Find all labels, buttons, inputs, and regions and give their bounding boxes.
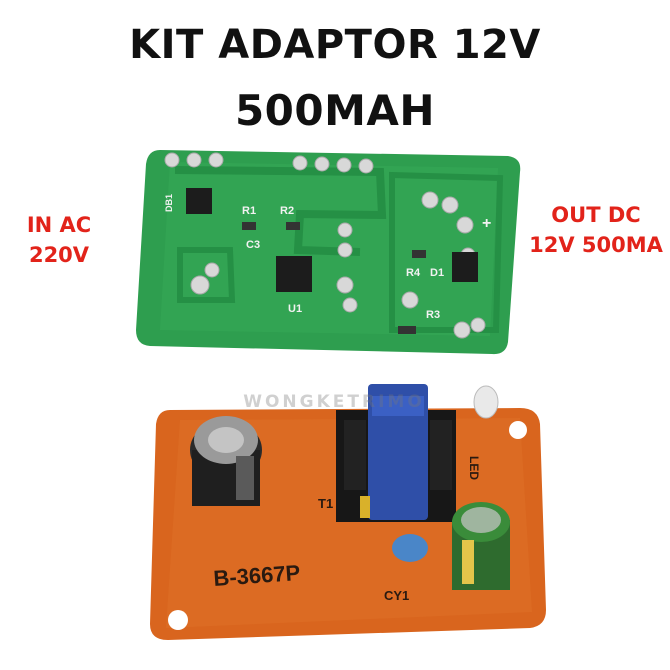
mark-c3: C3 <box>246 239 260 251</box>
capacitor-small <box>452 502 510 590</box>
mark-led: LED <box>467 456 481 480</box>
mark-t1: T1 <box>318 496 333 511</box>
mark-board-code: B-3667P <box>213 560 301 591</box>
mark-cy1: CY1 <box>384 588 409 603</box>
output-label: OUT DC 12V 500MA <box>526 200 666 260</box>
input-label-line-1: IN AC <box>26 213 92 237</box>
mark-r3: R3 <box>426 309 440 321</box>
green-pcb-board: R1 R2 C3 U1 R4 D1 R3 DB1 + <box>136 150 521 355</box>
title-line-1: KIT ADAPTOR 12V <box>129 22 541 68</box>
watermark: WONGKETRIMO <box>243 392 425 412</box>
capacitor-large <box>190 416 262 506</box>
title-line-2: 500MAH <box>234 86 436 135</box>
svg-text:+: + <box>482 215 491 232</box>
input-label: IN AC 220V <box>14 210 104 270</box>
mark-r4: R4 <box>406 267 421 279</box>
mark-d1: D1 <box>430 267 444 279</box>
mark-r2: R2 <box>280 205 294 217</box>
mark-r1: R1 <box>242 205 256 217</box>
mark-db1: DB1 <box>164 194 174 212</box>
input-label-line-2: 220V <box>28 243 90 267</box>
orange-pcb-board: B-3667P T1 CY1 LED <box>150 384 546 640</box>
output-label-line-2: 12V 500MA <box>529 233 663 257</box>
output-label-line-1: OUT DC <box>551 203 641 227</box>
transformer <box>336 384 456 522</box>
mark-u1: U1 <box>288 303 302 315</box>
